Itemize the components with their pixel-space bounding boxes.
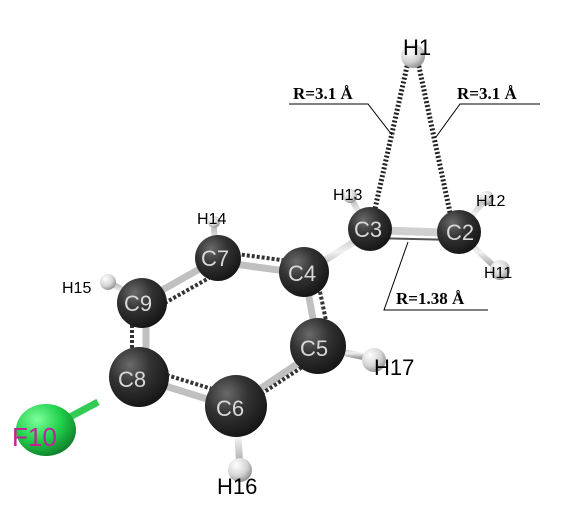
label-c3: C3 xyxy=(354,217,382,242)
label-c4: C4 xyxy=(288,261,316,286)
atom-labels: H1 C2 C3 C4 C5 C6 C7 C8 C9 F10 H11 H12 H… xyxy=(12,35,512,499)
leader-c2-c3 xyxy=(383,241,488,311)
label-c2: C2 xyxy=(446,220,474,245)
measure-h1-c2: R=3.1 Å xyxy=(457,84,517,103)
label-h14: H14 xyxy=(197,211,226,228)
atom-h13 xyxy=(343,189,357,203)
atom-c8 xyxy=(109,347,169,407)
leader-h1-c2 xyxy=(435,103,540,138)
label-h15: H15 xyxy=(62,280,91,297)
atom-c5 xyxy=(290,318,346,374)
label-h13: H13 xyxy=(333,187,362,204)
label-c6: C6 xyxy=(216,396,244,421)
label-h16: H16 xyxy=(217,474,257,499)
label-f10: F10 xyxy=(12,422,57,452)
contact-h1-c2 xyxy=(415,61,455,223)
atom-c3 xyxy=(348,207,392,251)
leader-h1-c3 xyxy=(289,103,393,136)
atom-c7 xyxy=(195,235,241,281)
atom-h11 xyxy=(490,260,510,280)
measurements: R=3.1 Å R=3.1 Å R=1.38 Å xyxy=(289,84,540,311)
label-c7: C7 xyxy=(201,246,229,271)
contact-h1-c3 xyxy=(369,61,411,223)
label-h12: H12 xyxy=(476,193,505,210)
measure-h1-c3: R=3.1 Å xyxy=(293,84,353,103)
label-h11: H11 xyxy=(484,265,512,282)
atom-c9 xyxy=(117,278,167,328)
bond-c8-f10 xyxy=(66,398,100,422)
label-c5: C5 xyxy=(300,336,328,361)
atom-h17 xyxy=(362,348,386,372)
atom-c6 xyxy=(205,375,267,437)
atom-h16 xyxy=(228,458,252,482)
atom-h12 xyxy=(480,191,494,205)
atom-f10 xyxy=(16,404,76,456)
label-c9: C9 xyxy=(124,291,152,316)
atom-c4 xyxy=(279,247,329,297)
label-c8: C8 xyxy=(118,367,146,392)
atom-h14 xyxy=(208,216,220,228)
label-h1: H1 xyxy=(403,35,431,60)
atom-c2 xyxy=(437,210,481,254)
measure-c2-c3: R=1.38 Å xyxy=(396,289,465,308)
label-h17: H17 xyxy=(374,355,414,380)
atom-h15 xyxy=(100,274,116,290)
atom-h1 xyxy=(401,44,425,68)
atoms xyxy=(16,44,510,482)
